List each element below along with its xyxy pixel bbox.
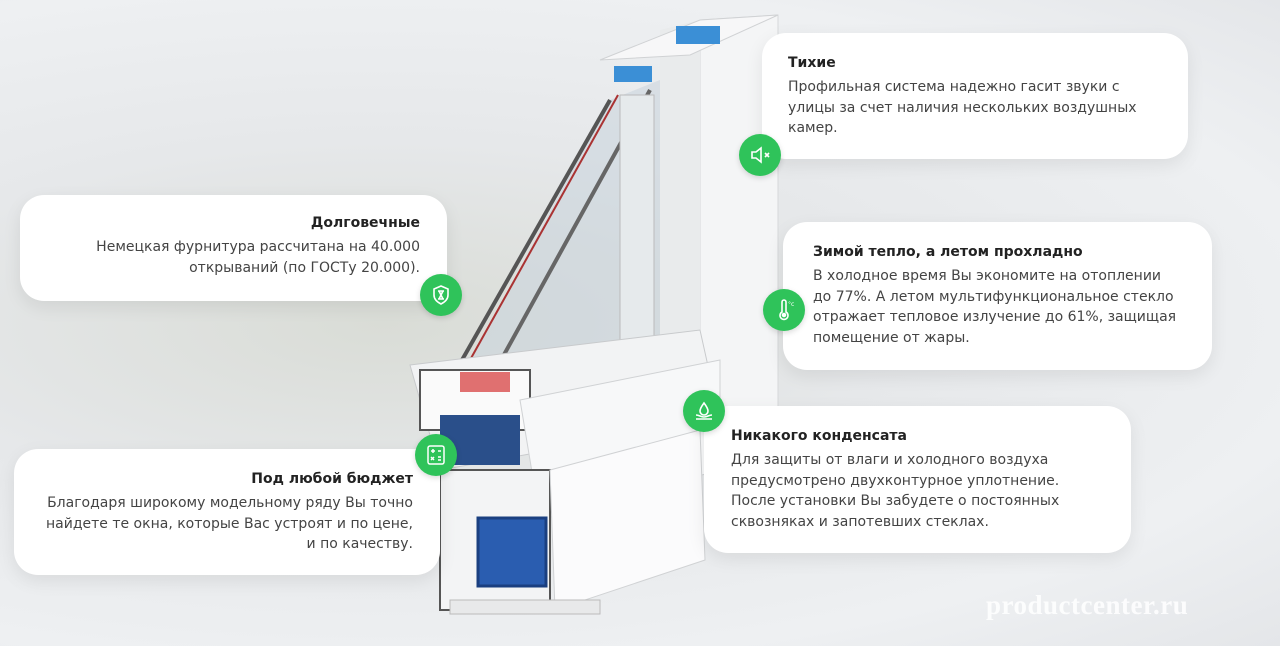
feature-card-budget: Под любой бюджет Благодаря широкому моде… (14, 449, 440, 575)
thermometer-icon: °c (763, 289, 805, 331)
calculator-icon (415, 434, 457, 476)
feature-card-thermal: Зимой тепло, а летом прохладно В холодно… (783, 222, 1212, 370)
shield-hourglass-icon (420, 274, 462, 316)
feature-title: Тихие (788, 55, 836, 71)
feature-text: Для защиты от влаги и холодного воздуха … (731, 452, 1060, 530)
feature-text: В холодное время Вы экономите на отоплен… (813, 268, 1177, 346)
feature-card-quiet: Тихие Профильная система надежно гасит з… (762, 33, 1188, 159)
feature-text: Профильная система надежно гасит звуки с… (788, 79, 1137, 136)
feature-text: Немецкая фурнитура рассчитана на 40.000 … (96, 239, 420, 276)
feature-text: Благодаря широкому модельному ряду Вы то… (46, 495, 413, 552)
speaker-mute-icon (739, 134, 781, 176)
feature-card-condensation: Никакого конденсата Для защиты от влаги … (704, 406, 1131, 553)
water-drop-icon (683, 390, 725, 432)
watermark: productcenter.ru (986, 590, 1189, 620)
feature-title: Зимой тепло, а летом прохладно (813, 244, 1083, 260)
feature-title: Никакого конденсата (731, 428, 907, 444)
svg-text:°c: °c (788, 301, 794, 308)
feature-title: Долговечные (310, 215, 420, 231)
feature-title: Под любой бюджет (251, 471, 413, 487)
feature-card-durable: Долговечные Немецкая фурнитура рассчитан… (20, 195, 447, 301)
